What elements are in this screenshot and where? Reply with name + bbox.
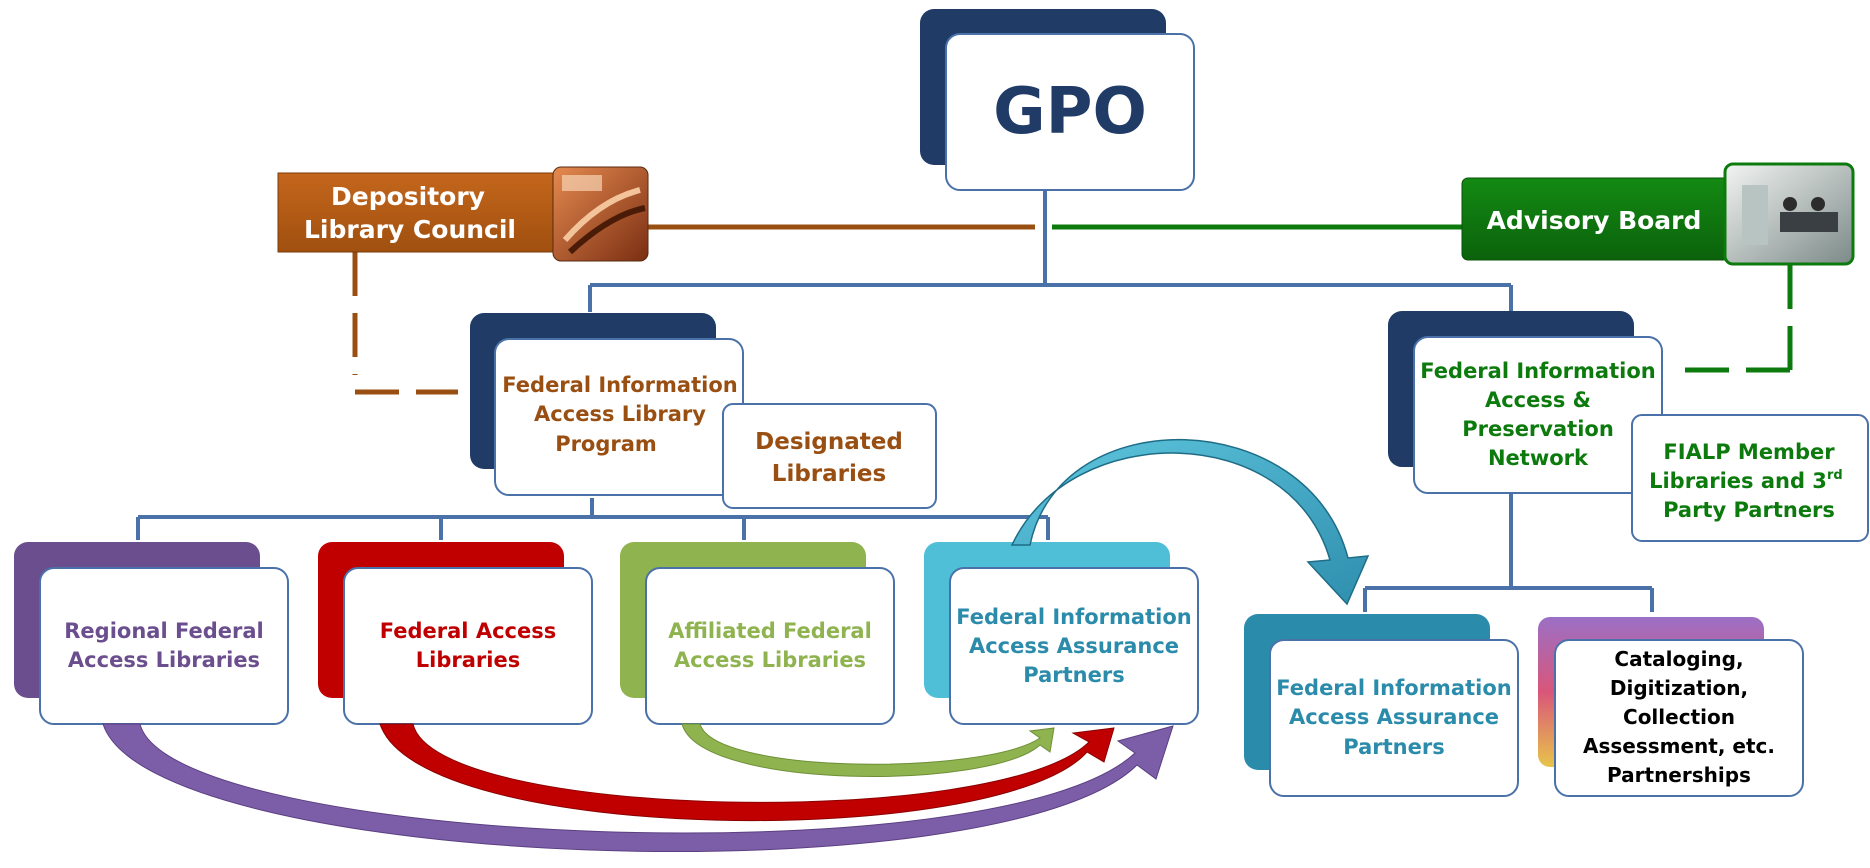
fialp-member-superscript: rd (1827, 468, 1843, 483)
assurance-left-box: Federal Information Access Assurance Par… (924, 542, 1199, 725)
assurance-left-line3: Partners (1023, 663, 1124, 687)
federal-access-box: Federal Access Libraries (318, 542, 593, 725)
advisory-links (1052, 224, 1793, 373)
gpo-label: GPO (993, 75, 1147, 149)
cataloging-line5: Partnerships (1607, 763, 1751, 787)
council-label-line1: Depository (331, 182, 485, 211)
federal-access-line2: Libraries (416, 648, 520, 672)
regional-line1: Regional Federal (64, 619, 263, 643)
advisory-label: Advisory Board (1487, 206, 1702, 235)
federal-access-line1: Federal Access (380, 619, 556, 643)
designated-line1: Designated (755, 429, 903, 455)
assurance-left-line1: Federal Information (956, 605, 1191, 629)
designated-box: Designated Libraries (722, 403, 937, 509)
assurance-left-line2: Access Assurance (969, 634, 1179, 658)
cataloging-line3: Collection (1623, 705, 1735, 729)
gpo-box: GPO (920, 9, 1195, 191)
cataloging-box: Cataloging, Digitization, Collection Ass… (1538, 617, 1804, 797)
regional-box: Regional Federal Access Libraries (14, 542, 289, 725)
fialp-member-box: FIALP Member Libraries and 3 rd Party Pa… (1631, 414, 1869, 542)
purple-arrow (102, 723, 1174, 853)
assurance-right-line1: Federal Information (1276, 676, 1511, 700)
fialp-line3: Program (555, 432, 657, 456)
meeting-room-photo (552, 166, 649, 262)
fialp-member-line1: FIALP Member (1663, 440, 1835, 464)
regional-line2: Access Libraries (68, 648, 260, 672)
affiliated-box: Affiliated Federal Access Libraries (620, 542, 895, 725)
assurance-right-box: Federal Information Access Assurance Par… (1244, 614, 1519, 797)
fialp-line2: Access Library (534, 402, 706, 426)
cataloging-line2: Digitization, (1610, 676, 1748, 700)
cyan-arrow (1010, 439, 1370, 606)
fiapn-line4: Network (1488, 446, 1589, 470)
fialp-member-line3: Party Partners (1663, 498, 1835, 522)
cataloging-line1: Cataloging, (1614, 647, 1743, 671)
green-arrow (681, 723, 1055, 777)
council-box: Depository Library Council (277, 166, 649, 262)
assurance-right-line3: Partners (1343, 735, 1444, 759)
assurance-right-line2: Access Assurance (1289, 705, 1499, 729)
fialp-line1: Federal Information (502, 373, 737, 397)
fiapn-line3: Preservation (1462, 417, 1614, 441)
council-links (352, 224, 1035, 395)
connectors (136, 190, 1654, 612)
red-arrow (379, 723, 1115, 822)
affiliated-line1: Affiliated Federal (668, 619, 872, 643)
office-photo (1723, 162, 1855, 266)
fiapn-box: Federal Information Access & Preservatio… (1388, 311, 1663, 494)
designated-line2: Libraries (772, 461, 886, 487)
fiapn-line2: Access & (1485, 388, 1591, 412)
affiliated-line2: Access Libraries (674, 648, 866, 672)
cataloging-line4: Assessment, etc. (1583, 734, 1775, 758)
fialp-member-line2: Libraries and 3 (1649, 469, 1827, 493)
advisory-box: Advisory Board (1461, 162, 1855, 266)
fialp-box: Federal Information Access Library Progr… (470, 313, 744, 496)
council-label-line2: Library Council (304, 215, 516, 244)
fiapn-line1: Federal Information (1420, 359, 1655, 383)
